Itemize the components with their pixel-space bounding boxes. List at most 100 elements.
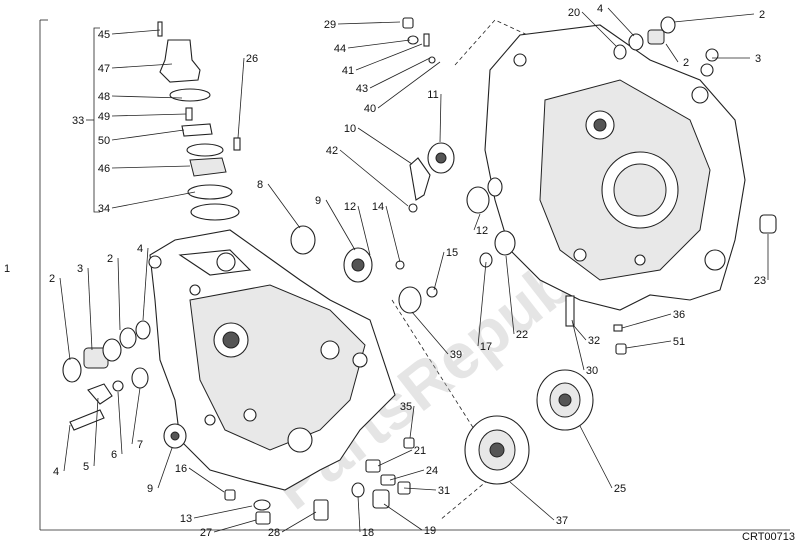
callout-37: 37: [556, 515, 568, 527]
leader-line: [117, 257, 121, 331]
leader-line: [63, 424, 71, 472]
leader-line: [571, 319, 585, 371]
leader-line: [325, 199, 356, 251]
leader-line: [267, 183, 301, 229]
callout-22: 22: [516, 329, 528, 341]
callout-25: 25: [614, 483, 626, 495]
leader-line: [59, 277, 71, 361]
left-bearings: [62, 225, 438, 449]
leader-line: [625, 340, 672, 349]
leader-line: [339, 149, 409, 207]
leader-line: [188, 467, 225, 493]
callout-4: 4: [53, 466, 59, 478]
callout-32: 32: [588, 335, 600, 347]
leader-line: [111, 29, 161, 35]
leader-line: [131, 387, 141, 445]
diagram-code: CRT00713: [742, 531, 795, 543]
callout-42: 42: [326, 145, 338, 157]
frame-label: 1: [4, 263, 10, 275]
callout-16: 16: [175, 463, 187, 475]
callout-2: 2: [683, 57, 689, 69]
leader-line: [117, 391, 123, 455]
callout-23: 23: [754, 275, 766, 287]
leader-line: [337, 21, 401, 25]
right-bearings: [427, 16, 777, 485]
group-bracket: [86, 27, 100, 213]
left-crankcase-half: [148, 229, 396, 491]
leader-line: [665, 43, 679, 63]
top-hardware: [402, 17, 436, 213]
diagram-code-box: CRT00713: [742, 531, 795, 543]
leader-line: [357, 205, 371, 256]
leader-line: [409, 405, 415, 439]
leader-line: [377, 449, 413, 467]
callout-13: 13: [180, 513, 192, 525]
callout-2: 2: [49, 273, 55, 285]
leader-line: [111, 63, 173, 69]
callout-4: 4: [597, 3, 603, 15]
callout-21: 21: [414, 445, 426, 457]
group-label: 33: [72, 115, 84, 127]
callout-9: 9: [147, 483, 153, 495]
callout-39: 39: [450, 349, 462, 361]
leader-line: [505, 255, 515, 335]
callout-27: 27: [200, 527, 212, 539]
callout-46: 46: [98, 163, 110, 175]
leader-line: [111, 113, 187, 117]
leader-line: [142, 247, 149, 321]
callout-5: 5: [83, 461, 89, 473]
callout-44: 44: [334, 43, 346, 55]
leader-line: [607, 7, 635, 37]
callout-6: 6: [111, 449, 117, 461]
leader-line: [111, 191, 196, 209]
leader-line: [111, 129, 185, 141]
leader-line: [509, 481, 555, 521]
callout-7: 7: [137, 439, 143, 451]
leader-line: [621, 313, 672, 329]
callout-17: 17: [480, 341, 492, 353]
callout-30: 30: [586, 365, 598, 377]
leader-lines: [59, 7, 769, 533]
leader-line: [433, 251, 445, 291]
callout-28: 28: [268, 527, 280, 539]
leader-line: [673, 13, 755, 23]
leader-line: [403, 487, 437, 491]
leader-line: [389, 469, 425, 481]
leader-line: [581, 11, 617, 47]
pump-assembly: [157, 21, 241, 221]
callout-49: 49: [98, 111, 110, 123]
callout-51: 51: [673, 336, 685, 348]
callout-9: 9: [315, 195, 321, 207]
callout-47: 47: [98, 63, 110, 75]
leader-line: [213, 519, 257, 533]
callout-36: 36: [673, 309, 685, 321]
callout-50: 50: [98, 135, 110, 147]
callout-10: 10: [344, 123, 356, 135]
assembly-frame: [39, 19, 790, 531]
right-crankcase-half: [484, 24, 746, 311]
callout-34: 34: [98, 203, 110, 215]
callout-4: 4: [137, 243, 143, 255]
callout-29: 29: [324, 19, 336, 31]
callout-3: 3: [77, 263, 83, 275]
leader-line: [281, 511, 317, 533]
leader-line: [347, 39, 411, 49]
leader-line: [573, 325, 587, 341]
leader-line: [579, 425, 613, 489]
leader-line: [111, 165, 191, 169]
leader-line: [369, 57, 431, 89]
callout-19: 19: [424, 525, 436, 537]
leader-line: [87, 267, 93, 351]
callout-35: 35: [400, 401, 412, 413]
callout-15: 15: [446, 247, 458, 259]
callout-40: 40: [364, 103, 376, 115]
callout-18: 18: [362, 527, 374, 539]
callout-24: 24: [426, 465, 438, 477]
callout-31: 31: [438, 485, 450, 497]
callout-43: 43: [356, 83, 368, 95]
callout-3: 3: [755, 53, 761, 65]
leader-line: [411, 311, 449, 355]
leader-line: [385, 205, 401, 263]
callout-8: 8: [257, 179, 263, 191]
